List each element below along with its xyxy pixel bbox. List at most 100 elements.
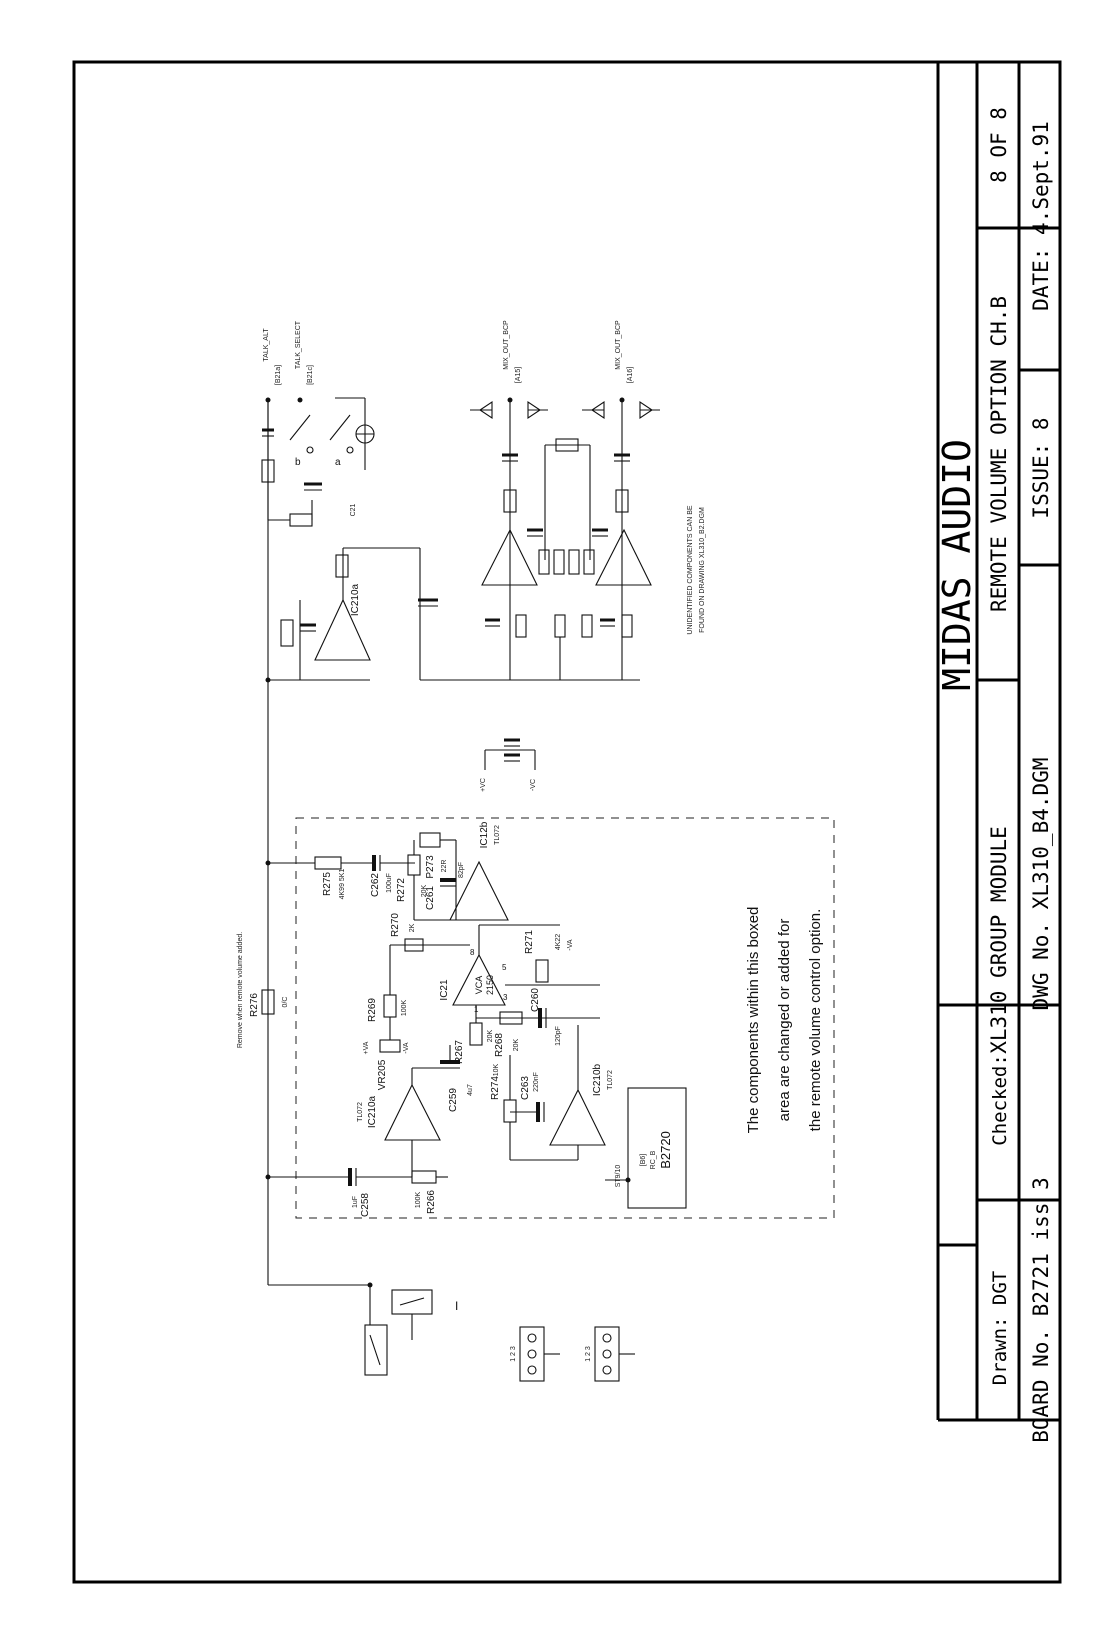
svg-text:C21: C21 <box>350 503 357 516</box>
svg-text:a: a <box>335 457 341 468</box>
resistor-r274: R274 10K <box>490 1055 578 1161</box>
svg-text:R271: R271 <box>524 930 535 954</box>
svg-text:100K: 100K <box>401 1000 408 1017</box>
svg-text:4u7: 4u7 <box>467 1084 474 1096</box>
svg-text:C259: C259 <box>448 1088 459 1112</box>
boxed-note: The components within this boxed area ar… <box>745 907 824 1134</box>
svg-text:22R: 22R <box>441 860 448 873</box>
opamp-ic210a-lower: IC210a TL072 <box>357 1067 441 1141</box>
svg-text:TL072: TL072 <box>494 825 501 845</box>
svg-text:TALK_ALT: TALK_ALT <box>263 328 270 362</box>
signal-bus <box>265 400 373 1325</box>
resistor-r269: R269 100K <box>367 945 408 1022</box>
svg-text:0/C: 0/C <box>282 997 289 1008</box>
capacitor-c258: 1uF C258 <box>268 1140 413 1217</box>
svg-text:R266: R266 <box>426 1190 437 1214</box>
svg-text:-VA: -VA <box>567 939 574 950</box>
svg-text:R272: R272 <box>396 878 407 902</box>
svg-text:R267: R267 <box>454 1040 465 1064</box>
resistor-r270: R270 2K <box>390 913 470 952</box>
resistor-r266: 100K R266 <box>411 1170 448 1214</box>
svg-text:IC210a: IC210a <box>350 583 361 616</box>
supply-decoupling: +VC -VC <box>480 738 537 792</box>
svg-text:[B6]: [B6] <box>640 1154 647 1167</box>
svg-text:2150: 2150 <box>485 975 495 995</box>
module-title: XL310 GROUP MODULE <box>987 826 1011 1054</box>
svg-text:b: b <box>295 457 301 468</box>
drawn-by: Drawn: DGT <box>989 1271 1011 1385</box>
mix-output-drivers: MIX_OUT_BCP [A15] MIX_OUT_BCP [A16] <box>420 320 660 681</box>
svg-text:IC12b: IC12b <box>479 821 490 848</box>
svg-text:[A16]: [A16] <box>627 367 634 383</box>
remove-note: Remove when remote volume added. <box>237 932 244 1048</box>
svg-text:C260: C260 <box>530 988 541 1012</box>
svg-text:1 2 3: 1 2 3 <box>585 1346 592 1362</box>
svg-text:P273: P273 <box>425 855 436 879</box>
svg-text:-VA: -VA <box>403 1042 410 1053</box>
svg-text:220nF: 220nF <box>533 1072 540 1092</box>
svg-text:100K: 100K <box>415 1192 422 1209</box>
svg-text:82pF: 82pF <box>458 862 465 878</box>
remote-board-b2720: ST9/10 [B6] RC_B B2720 <box>605 1087 687 1209</box>
svg-text:ST9/10: ST9/10 <box>615 1165 622 1188</box>
svg-text:120pF: 120pF <box>555 1026 562 1046</box>
resistor-r275: R275 4K99 5K1 <box>268 856 374 899</box>
svg-text:The components within this box: The components within this boxed <box>745 907 762 1134</box>
svg-text:5: 5 <box>502 963 507 972</box>
opamp-ic12b: IC12b TL072 <box>414 821 509 921</box>
svg-text:IC210a: IC210a <box>367 1095 378 1128</box>
pot-vr205: +VA VR205 -VA <box>363 1017 410 1090</box>
unidentified-note-1: UNIDENTIFIED COMPONENTS CAN BE <box>687 505 694 634</box>
svg-text:C258: C258 <box>360 1193 371 1217</box>
capacitor-c263: C263 220nF <box>510 1072 545 1122</box>
svg-text:TL072: TL072 <box>607 1070 614 1090</box>
svg-text:R274: R274 <box>490 1076 501 1100</box>
svg-text:C263: C263 <box>520 1076 531 1100</box>
svg-text:1 2 3: 1 2 3 <box>510 1346 517 1362</box>
svg-text:2K: 2K <box>409 923 416 932</box>
issue-number: ISSUE: 8 <box>1029 417 1053 518</box>
svg-text:area are changed or added for: area are changed or added for <box>776 919 793 1122</box>
board-number: BOARD No. B2721 iss 3 <box>1029 1177 1053 1443</box>
resistor-r267: R267 20K <box>454 1005 494 1064</box>
company-name: MIDAS AUDIO <box>935 439 979 691</box>
checked-by: Checked: <box>989 1054 1011 1146</box>
svg-text:I: I <box>455 1299 458 1313</box>
capacitor-c261: C261 82pF <box>425 862 465 910</box>
sheet-number: 8 OF 8 <box>987 107 1011 183</box>
svg-text:MIX_OUT_BCP: MIX_OUT_BCP <box>503 320 510 370</box>
svg-text:TL072: TL072 <box>357 1102 364 1122</box>
vca-ic21: VCA 2150 IC21 8 5 1 3 <box>439 924 600 1014</box>
svg-text:VCA: VCA <box>474 976 484 995</box>
resistor-r268: R268 20K <box>494 1011 523 1057</box>
unidentified-note-2: FOUND ON DRAWING XL310_B2.DGM <box>699 507 706 633</box>
svg-text:4K22: 4K22 <box>555 934 562 950</box>
svg-text:100uF: 100uF <box>386 873 393 893</box>
boxed-option-area <box>295 817 835 1219</box>
svg-text:-VC: -VC <box>530 779 537 791</box>
drawing-number: DWG No. XL310_B4.DGM <box>1029 758 1053 1011</box>
drawing-date: DATE: 4.Sept.91 <box>1029 121 1053 311</box>
svg-text:[B21c]: [B21c] <box>307 365 314 385</box>
option-title: REMOTE VOLUME OPTION CH.B <box>987 296 1011 612</box>
capacitor-c262: C262 100uF <box>370 855 415 897</box>
resistor-r272: R272 20K <box>396 854 428 920</box>
svg-text:8: 8 <box>470 948 475 957</box>
svg-text:R269: R269 <box>367 998 378 1022</box>
drawing-border <box>72 60 1062 1584</box>
bottom-switches: I <box>364 1289 458 1376</box>
svg-text:the remote volume control opti: the remote volume control option. <box>807 909 824 1132</box>
svg-text:[A15]: [A15] <box>515 367 522 383</box>
svg-text:R270: R270 <box>390 913 401 937</box>
pot-p273: P273 22R <box>413 832 456 879</box>
svg-text:[B21a]: [B21a] <box>275 365 282 385</box>
capacitor-c260: C260 120pF <box>476 988 600 1046</box>
talk-switch-section: TALK_ALT [B21a] b TALK_SELECT [B21c] a C… <box>261 320 375 527</box>
svg-text:1uF: 1uF <box>352 1196 359 1208</box>
svg-text:R276: R276 <box>249 993 260 1017</box>
svg-text:IC21: IC21 <box>439 979 450 1001</box>
svg-text:3: 3 <box>503 993 508 1002</box>
resistor-r271: R271 4K22 -VA <box>524 930 574 983</box>
svg-text:+VA: +VA <box>363 1041 370 1054</box>
